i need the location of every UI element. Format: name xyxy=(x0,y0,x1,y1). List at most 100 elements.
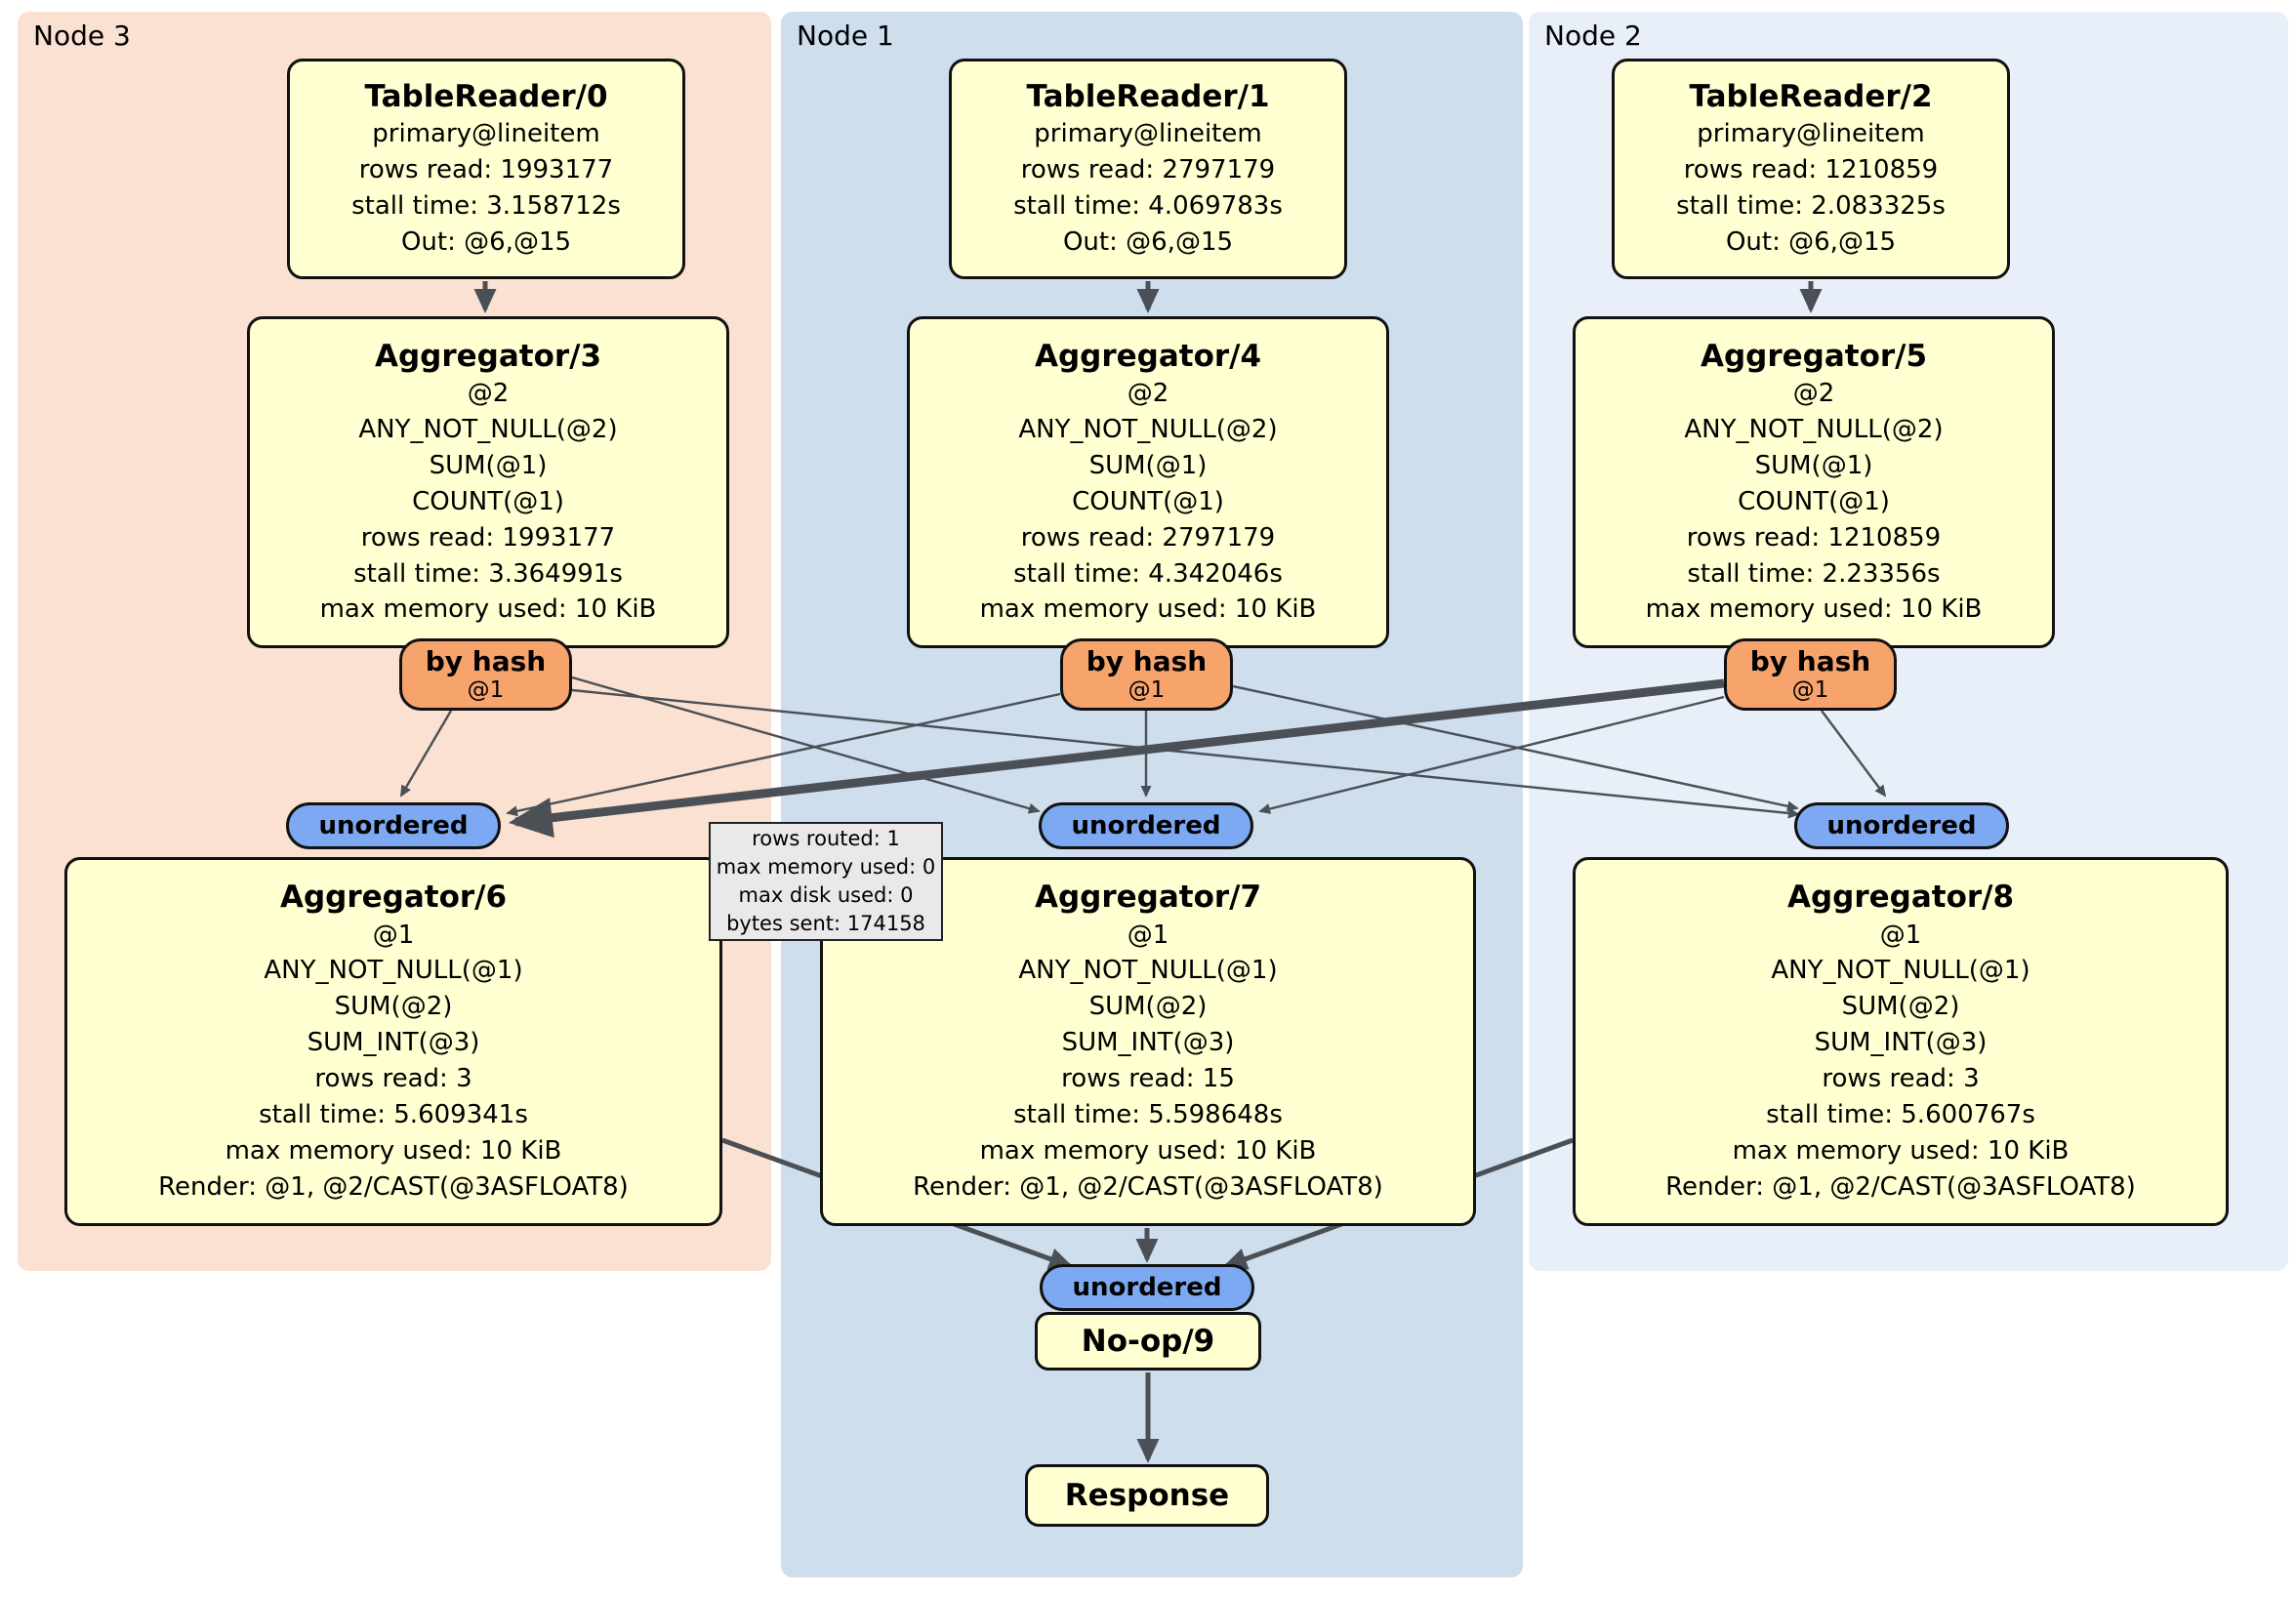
detail-line: ANY_NOT_NULL(@2) xyxy=(358,414,618,444)
detail-line: max memory used: 10 KiB xyxy=(1732,1135,2070,1166)
detail-line: SUM(@2) xyxy=(1841,992,1960,1022)
detail-line: ANY_NOT_NULL(@1) xyxy=(1771,956,2030,986)
detail-line: stall time: 5.600767s xyxy=(1766,1100,2035,1130)
detail-line: ANY_NOT_NULL(@2) xyxy=(1018,414,1278,444)
processor-tablereader-1[interactable]: TableReader/1 primary@lineitem rows read… xyxy=(949,59,1347,279)
processor-title: Aggregator/3 xyxy=(374,338,602,374)
edge-hash-n2-to-stream-n2[interactable] xyxy=(1821,710,1887,798)
processor-aggregator-8[interactable]: Aggregator/8 @1 ANY_NOT_NULL(@1) SUM(@2)… xyxy=(1573,857,2229,1226)
detail-line: stall time: 4.342046s xyxy=(1013,558,1283,589)
stream-unordered-node3[interactable]: unordered xyxy=(286,802,501,849)
detail-line: COUNT(@1) xyxy=(1738,486,1890,516)
detail-line: @1 xyxy=(372,920,415,950)
processor-title: Aggregator/4 xyxy=(1034,338,1262,374)
processor-title: TableReader/0 xyxy=(364,79,608,115)
processor-tablereader-2[interactable]: TableReader/2 primary@lineitem rows read… xyxy=(1612,59,2010,279)
detail-line: ANY_NOT_NULL(@1) xyxy=(1018,956,1278,986)
detail-line: rows read: 3 xyxy=(314,1064,472,1094)
detail-line: max memory used: 10 KiB xyxy=(979,1135,1317,1166)
router-expr: @1 xyxy=(467,676,505,703)
detail-line: primary@lineitem xyxy=(1697,119,1925,149)
processor-aggregator-6[interactable]: Aggregator/6 @1 ANY_NOT_NULL(@1) SUM(@2)… xyxy=(64,857,722,1226)
region-node3-label: Node 3 xyxy=(33,20,131,52)
region-node1-label: Node 1 xyxy=(797,20,894,52)
detail-line: COUNT(@1) xyxy=(412,486,564,516)
processor-title: No-op/9 xyxy=(1081,1323,1215,1359)
detail-line: stall time: 2.083325s xyxy=(1676,191,1946,222)
processor-tablereader-0[interactable]: TableReader/0 primary@lineitem rows read… xyxy=(287,59,685,279)
detail-line: SUM(@1) xyxy=(429,450,548,480)
router-by-hash-node3[interactable]: by hash @1 xyxy=(399,638,572,711)
detail-line: Out: @6,@15 xyxy=(400,227,572,258)
edge-hash-n2-to-stream-n3-highlighted[interactable] xyxy=(508,678,1725,839)
router-label: by hash xyxy=(1749,644,1871,677)
detail-line: stall time: 3.158712s xyxy=(351,191,621,222)
detail-line: stall time: 4.069783s xyxy=(1013,191,1283,222)
detail-line: SUM(@1) xyxy=(1088,450,1208,480)
detail-line: COUNT(@1) xyxy=(1072,486,1224,516)
detail-line: @1 xyxy=(1127,920,1169,950)
tooltip-line: max disk used: 0 xyxy=(738,883,914,907)
detail-line: max memory used: 10 KiB xyxy=(225,1135,562,1166)
detail-line: SUM_INT(@3) xyxy=(1814,1028,1988,1058)
processor-response[interactable]: Response xyxy=(1025,1464,1269,1527)
processor-title: Response xyxy=(1064,1477,1230,1513)
edge-hash-n2-to-stream-n1[interactable] xyxy=(1258,695,1725,814)
edge-stats-tooltip: rows routed: 1 max memory used: 0 max di… xyxy=(709,822,943,941)
processor-title: Aggregator/5 xyxy=(1700,338,1928,374)
detail-line: Render: @1, @2/CAST(@3ASFLOAT8) xyxy=(158,1171,629,1202)
detail-line: @1 xyxy=(1879,920,1922,950)
router-label: by hash xyxy=(425,644,547,677)
processor-title: Aggregator/6 xyxy=(279,880,508,916)
stream-label: unordered xyxy=(1072,1273,1222,1302)
router-by-hash-node2[interactable]: by hash @1 xyxy=(1724,638,1897,711)
edge-hash-n3-to-stream-n2[interactable] xyxy=(571,688,1800,819)
detail-line: rows read: 1210859 xyxy=(1683,155,1939,185)
stream-unordered-noop[interactable]: unordered xyxy=(1040,1264,1254,1311)
router-by-hash-node1[interactable]: by hash @1 xyxy=(1060,638,1233,711)
processor-title: TableReader/1 xyxy=(1026,79,1270,115)
detail-line: SUM(@1) xyxy=(1754,450,1873,480)
detail-line: Out: @6,@15 xyxy=(1725,227,1897,258)
detail-line: ANY_NOT_NULL(@1) xyxy=(264,956,523,986)
detail-line: rows read: 2797179 xyxy=(1020,155,1276,185)
detail-line: rows read: 1993177 xyxy=(360,522,616,553)
detail-line: Render: @1, @2/CAST(@3ASFLOAT8) xyxy=(1665,1171,2136,1202)
tooltip-line: rows routed: 1 xyxy=(752,827,900,851)
processor-aggregator-5[interactable]: Aggregator/5 @2 ANY_NOT_NULL(@2) SUM(@1)… xyxy=(1573,316,2055,648)
processor-title: TableReader/2 xyxy=(1689,79,1933,115)
stream-unordered-node1[interactable]: unordered xyxy=(1039,802,1253,849)
detail-line: Render: @1, @2/CAST(@3ASFLOAT8) xyxy=(913,1171,1383,1202)
detail-line: SUM_INT(@3) xyxy=(307,1028,480,1058)
processor-title: Aggregator/7 xyxy=(1034,880,1262,916)
edge-hash-n3-to-stream-n1[interactable] xyxy=(571,676,1041,814)
processor-noop-9[interactable]: No-op/9 xyxy=(1035,1312,1261,1371)
detail-line: SUM(@2) xyxy=(334,992,453,1022)
detail-line: stall time: 5.609341s xyxy=(259,1100,528,1130)
detail-line: stall time: 5.598648s xyxy=(1013,1100,1283,1130)
detail-line: @2 xyxy=(467,378,510,408)
detail-line: max memory used: 10 KiB xyxy=(319,594,657,625)
detail-line: @2 xyxy=(1127,378,1169,408)
stream-label: unordered xyxy=(318,811,469,840)
processor-aggregator-4[interactable]: Aggregator/4 @2 ANY_NOT_NULL(@2) SUM(@1)… xyxy=(907,316,1389,648)
processor-aggregator-7[interactable]: Aggregator/7 @1 ANY_NOT_NULL(@1) SUM(@2)… xyxy=(820,857,1476,1226)
detail-line: primary@lineitem xyxy=(372,119,600,149)
detail-line: rows read: 15 xyxy=(1061,1064,1235,1094)
processor-aggregator-3[interactable]: Aggregator/3 @2 ANY_NOT_NULL(@2) SUM(@1)… xyxy=(247,316,729,648)
detail-line: @2 xyxy=(1792,378,1835,408)
tooltip-line: max memory used: 0 xyxy=(716,855,936,880)
stream-label: unordered xyxy=(1826,811,1977,840)
stream-unordered-node2[interactable]: unordered xyxy=(1794,802,2009,849)
router-expr: @1 xyxy=(1128,676,1166,703)
edge-hash-n1-to-stream-n3[interactable] xyxy=(506,692,1061,817)
tooltip-line: bytes sent: 174158 xyxy=(726,911,925,935)
detail-line: SUM(@2) xyxy=(1088,992,1208,1022)
detail-line: rows read: 2797179 xyxy=(1020,522,1276,553)
detail-line: primary@lineitem xyxy=(1034,119,1262,149)
detail-line: stall time: 3.364991s xyxy=(353,558,623,589)
detail-line: rows read: 1210859 xyxy=(1686,522,1942,553)
detail-line: max memory used: 10 KiB xyxy=(979,594,1317,625)
edge-hash-n3-to-stream-n3[interactable] xyxy=(399,710,453,798)
stream-label: unordered xyxy=(1071,811,1221,840)
